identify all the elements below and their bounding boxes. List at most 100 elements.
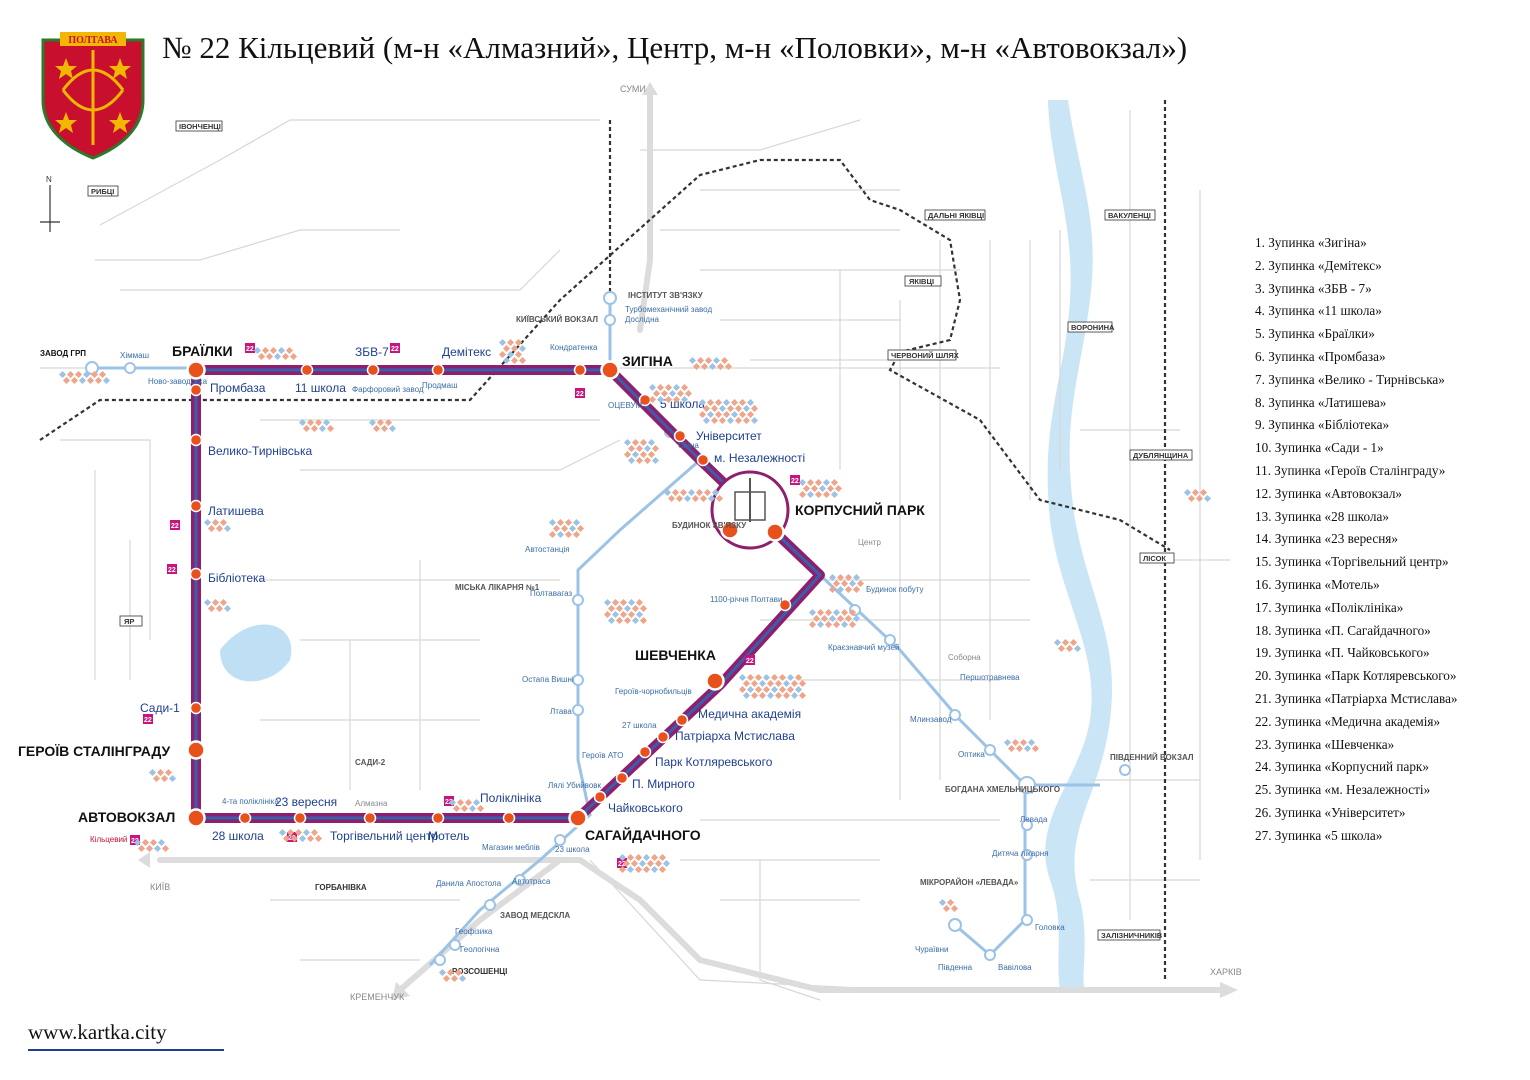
building-icon — [310, 424, 319, 433]
building-icon — [207, 604, 216, 613]
building-icon — [460, 804, 469, 813]
building-icon — [664, 395, 673, 404]
legend-item: 27. Зупинка «5 школа» — [1255, 827, 1383, 843]
building-icon — [650, 865, 659, 874]
building-icon — [647, 450, 656, 459]
website-link[interactable]: www.kartka.city — [28, 1020, 224, 1051]
building-icon — [438, 968, 447, 977]
label-sady2: САДИ-2 — [355, 758, 386, 767]
label-budynok-zviazku: БУДИНОК ЗВ'ЯЗКУ — [672, 521, 747, 530]
building-icon — [646, 859, 655, 868]
building-icon — [215, 524, 224, 533]
building-icon — [160, 774, 169, 783]
building-icon — [145, 844, 154, 853]
label-heofizyka: Геофізика — [455, 927, 493, 936]
building-icon — [848, 579, 857, 588]
label-holovka: Головка — [1035, 923, 1065, 932]
building-icon — [698, 398, 707, 407]
stop-label-biblioteka: Бібліотека — [208, 571, 266, 585]
building-icon — [742, 416, 751, 425]
building-icon — [1061, 638, 1070, 647]
district-dalni-yakivtsi: ДАЛЬНІ ЯКІВЦІ — [928, 211, 984, 220]
building-icon — [844, 585, 853, 594]
building-icon — [840, 579, 849, 588]
label-heroiv-ato: Героїв АТО — [582, 751, 623, 760]
building-icon — [1003, 738, 1012, 747]
building-icon — [314, 418, 323, 427]
district-rybtsi: РИБЦІ — [91, 187, 114, 196]
legend-item: 16. Зупинка «Мотель» — [1255, 576, 1380, 592]
building-icon — [215, 604, 224, 613]
building-icon — [631, 450, 640, 459]
building-icon — [506, 338, 515, 347]
building-icon — [711, 488, 720, 497]
direction-west: КИЇВ — [150, 882, 170, 892]
building-icon — [318, 424, 327, 433]
building-icon — [786, 673, 795, 682]
building-icon — [161, 844, 170, 853]
legend-item: 17. Зупинка «Поліклініка» — [1255, 599, 1404, 615]
building-icon — [802, 484, 811, 493]
building-icon — [623, 438, 632, 447]
building-icon — [798, 490, 807, 499]
building-icon — [446, 968, 455, 977]
building-icon — [452, 804, 461, 813]
legend-item: 19. Зупинка «П. Чайковського» — [1255, 645, 1430, 661]
building-icon — [1031, 744, 1040, 753]
stop-label-avtovokzal: АВТОВОКЗАЛ — [78, 809, 175, 825]
building-icon — [828, 585, 837, 594]
building-icon — [211, 598, 220, 607]
label-rozsoshentsi: РОЗСОШЕНЦІ — [452, 967, 507, 976]
building-icon — [734, 404, 743, 413]
stop-label-mstyslava: Патріарха Мстислава — [675, 729, 795, 743]
building-icon — [714, 398, 723, 407]
building-icon — [626, 853, 635, 862]
legend-item: 15. Зупинка «Торгівельний центр» — [1255, 554, 1449, 570]
building-icon — [730, 410, 739, 419]
building-icon — [826, 484, 835, 493]
district-yar: ЯР — [124, 617, 134, 626]
building-icon — [622, 859, 631, 868]
stop-label-myrnoho: П. Мирного — [632, 777, 695, 791]
building-icon — [168, 774, 177, 783]
building-icon — [1183, 488, 1192, 497]
building-icon — [942, 904, 951, 913]
building-icon — [626, 865, 635, 874]
label-almazna: Алмазна — [355, 799, 388, 808]
building-icon — [836, 614, 845, 623]
building-icon — [672, 395, 681, 404]
building-icon — [814, 478, 823, 487]
building-icon — [498, 350, 507, 359]
building-icon — [708, 362, 717, 371]
building-icon — [639, 616, 648, 625]
compass-icon: N — [40, 175, 60, 232]
building-icon — [203, 598, 212, 607]
building-icon — [667, 494, 676, 503]
building-icon — [710, 416, 719, 425]
building-icon — [298, 418, 307, 427]
building-icon — [572, 530, 581, 539]
building-icon — [828, 614, 837, 623]
building-icon — [298, 834, 307, 843]
building-icon — [90, 370, 99, 379]
building-icon — [754, 685, 763, 694]
building-icon — [1023, 744, 1032, 753]
building-icon — [384, 418, 393, 427]
building-icon — [306, 834, 315, 843]
stop-label-demitex: Демітекс — [442, 345, 491, 359]
building-icon — [840, 608, 849, 617]
building-icon — [718, 416, 727, 425]
building-icon — [651, 444, 660, 453]
stop-label-latysheva: Латишева — [208, 504, 264, 518]
building-icon — [668, 389, 677, 398]
label-pivdennyi-vokzal: ПІВДЕННИЙ ВОКЗАЛ — [1110, 753, 1194, 762]
building-icon — [950, 904, 959, 913]
route-badge: 22 — [246, 346, 254, 353]
building-icon — [219, 518, 228, 527]
label-otsevum: ОЦЕВУМ — [608, 401, 643, 410]
building-icon — [687, 488, 696, 497]
building-icon — [1007, 744, 1016, 753]
direction-south: КРЕМЕНЧУК — [350, 992, 405, 1002]
building-icon — [282, 834, 291, 843]
building-icon — [141, 838, 150, 847]
